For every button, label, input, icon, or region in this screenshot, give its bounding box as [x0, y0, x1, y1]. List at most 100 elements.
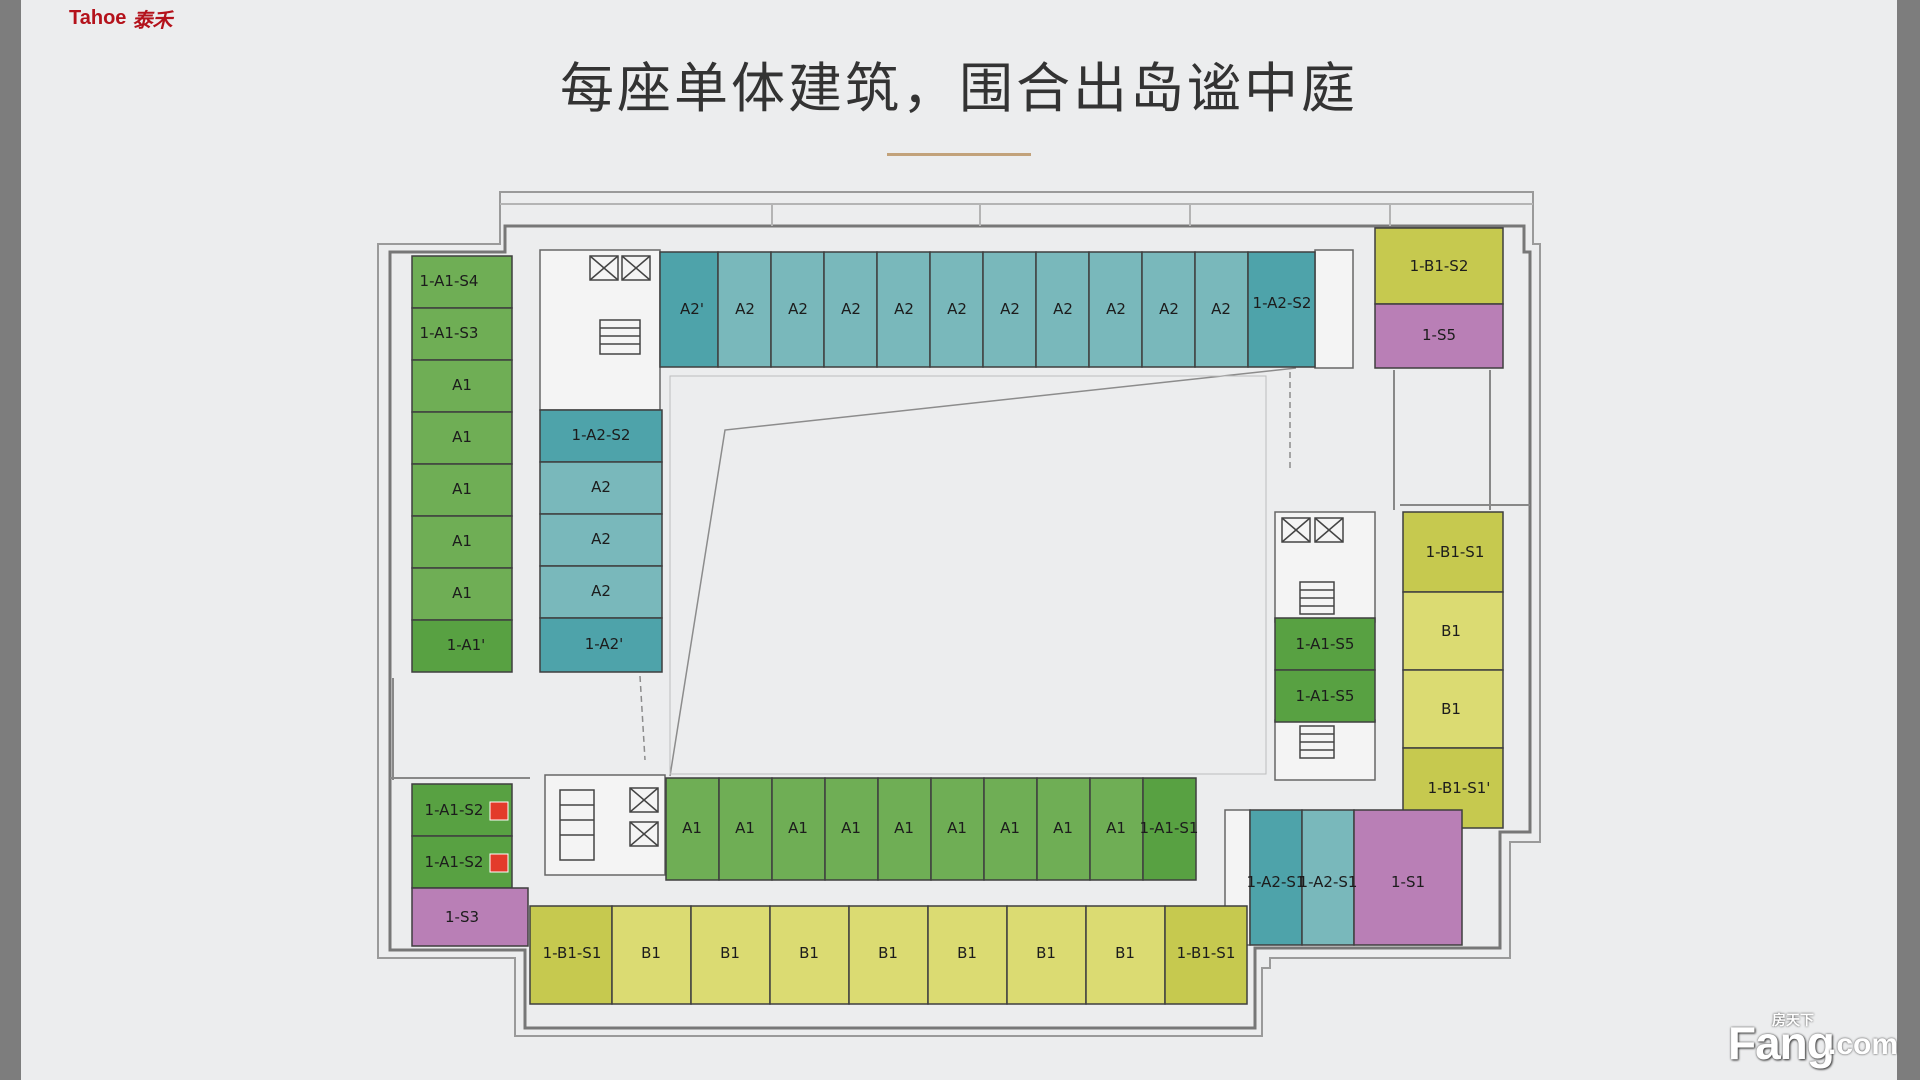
watermark-sub: 房天下 — [1772, 1013, 1814, 1029]
room-left-a1-s3 — [411, 307, 513, 361]
label-inner-a2-prime: 1-A2' — [585, 635, 624, 653]
label-top-a2-6: A2 — [1000, 300, 1020, 318]
label-top-a2-8: A2 — [1106, 300, 1126, 318]
room-top-a2-9 — [1141, 251, 1196, 368]
room-br-a2-s1-1 — [1249, 809, 1303, 946]
room-br-s1 — [1353, 809, 1463, 946]
room-top-a2-2 — [770, 251, 825, 368]
label-right-b1-2: B1 — [1441, 700, 1461, 718]
label-left-a1-s4: 1-A1-S4 — [420, 272, 479, 290]
room-bot-a1-3 — [771, 777, 826, 881]
marker-2 — [489, 853, 509, 873]
room-b1-7 — [1085, 905, 1166, 1005]
room-bot-a1-8 — [1036, 777, 1091, 881]
room-inner-a2-1 — [539, 461, 663, 515]
room-bot-a1-1 — [665, 777, 720, 881]
label-top-a2-5: A2 — [947, 300, 967, 318]
room-left-a1-prime — [411, 619, 513, 673]
room-bot-a1-6 — [930, 777, 985, 881]
label-b1-6: B1 — [1036, 944, 1056, 962]
room-br-a2-s1-2 — [1301, 809, 1355, 946]
marker-1 — [489, 801, 509, 821]
room-top-a2-4 — [876, 251, 931, 368]
room-top-a2-3 — [823, 251, 878, 368]
room-mid-a1-s5-1 — [1274, 617, 1376, 671]
label-inner-a2-1: A2 — [591, 478, 611, 496]
label-b1-4: B1 — [878, 944, 898, 962]
label-top-a2-prime: A2' — [680, 300, 704, 318]
courtyard — [639, 367, 1297, 777]
label-top-a2-9: A2 — [1159, 300, 1179, 318]
label-br-a2-s1-1: 1-A2-S1 — [1247, 873, 1306, 891]
label-bot-a1-1: A1 — [682, 819, 702, 837]
room-bot-a1-4 — [824, 777, 879, 881]
label-bl-s3: 1-S3 — [445, 908, 479, 926]
label-top-a2-10: A2 — [1211, 300, 1231, 318]
label-mid-a1-s5-1: 1-A1-S5 — [1296, 635, 1355, 653]
room-top-a2-6 — [982, 251, 1037, 368]
label-br-a2-s1-2: 1-A2-S1 — [1299, 873, 1358, 891]
label-tr-b1-s2: 1-B1-S2 — [1410, 257, 1469, 275]
label-inner-a2-s2: 1-A2-S2 — [572, 426, 631, 444]
room-b1-6 — [1006, 905, 1087, 1005]
watermark-main: Fang — [1728, 1017, 1835, 1069]
label-inner-a2-3: A2 — [591, 582, 611, 600]
room-bl-s3 — [411, 887, 529, 947]
label-left-a1-1: A1 — [452, 376, 472, 394]
room-right-b1-s1 — [1402, 511, 1504, 593]
room-b1-s1-right — [1164, 905, 1248, 1005]
building-outline — [377, 191, 1541, 1037]
label-mid-a1-s5-2: 1-A1-S5 — [1296, 687, 1355, 705]
room-b1-1 — [611, 905, 692, 1005]
room-mid-a1-s5-2 — [1274, 669, 1376, 723]
label-bot-a1-4: A1 — [841, 819, 861, 837]
label-top-a2-7: A2 — [1053, 300, 1073, 318]
label-b1-1: B1 — [641, 944, 661, 962]
room-left-a1-1 — [411, 359, 513, 413]
label-bl-a1-s2-2: 1-A1-S2 — [425, 853, 484, 871]
label-bot-a1-8: A1 — [1053, 819, 1073, 837]
room-bot-a1-s1 — [1142, 777, 1197, 881]
room-labels: 1-A1-S4 1-A1-S3 A1 A1 A1 A1 A1 1-A1' 1-A… — [420, 257, 1491, 962]
room-right-b1-1 — [1402, 591, 1504, 671]
room-b1-3 — [769, 905, 850, 1005]
brand-name-cn: 泰禾 — [132, 7, 173, 32]
label-b1-s1-right: 1-B1-S1 — [1177, 944, 1236, 962]
fang-watermark: 房天下 Fang .com — [1720, 1010, 1910, 1076]
label-bot-a1-5: A1 — [894, 819, 914, 837]
elevator-icons — [559, 255, 1344, 861]
label-bot-a1-7: A1 — [1000, 819, 1020, 837]
label-bot-a1-6: A1 — [947, 819, 967, 837]
label-inner-a2-2: A2 — [591, 530, 611, 548]
label-tr-s5: 1-S5 — [1422, 326, 1456, 344]
label-bl-a1-s2-1: 1-A1-S2 — [425, 801, 484, 819]
room-b1-s1-left — [529, 905, 613, 1005]
label-left-a1-s3: 1-A1-S3 — [420, 324, 479, 342]
room-top-a2-1 — [717, 251, 772, 368]
room-b1-2 — [690, 905, 771, 1005]
label-bot-a1-2: A1 — [735, 819, 755, 837]
room-units — [411, 227, 1504, 1005]
label-b1-5: B1 — [957, 944, 977, 962]
title-divider — [887, 153, 1031, 156]
label-b1-3: B1 — [799, 944, 819, 962]
label-bot-a1-3: A1 — [788, 819, 808, 837]
label-right-b1-s1: 1-B1-S1 — [1426, 543, 1485, 561]
label-left-a1-4: A1 — [452, 532, 472, 550]
brand-logo: Tahoe 泰禾 — [69, 4, 172, 32]
room-top-a2-prime — [659, 251, 719, 368]
label-b1-s1-left: 1-B1-S1 — [543, 944, 602, 962]
label-top-a2-2: A2 — [788, 300, 808, 318]
room-inner-a2-2 — [539, 513, 663, 567]
room-right-b1-2 — [1402, 669, 1504, 749]
label-top-a2-1: A2 — [735, 300, 755, 318]
label-left-a1-5: A1 — [452, 584, 472, 602]
red-markers — [489, 801, 509, 873]
label-top-a2-3: A2 — [841, 300, 861, 318]
room-bot-a1-5 — [877, 777, 932, 881]
label-right-b1-1: B1 — [1441, 622, 1461, 640]
label-top-a2-s2: 1-A2-S2 — [1253, 294, 1312, 312]
watermark-suffix: .com — [1828, 1028, 1899, 1061]
label-right-b1-s1-prime: 1-B1-S1' — [1428, 779, 1491, 797]
